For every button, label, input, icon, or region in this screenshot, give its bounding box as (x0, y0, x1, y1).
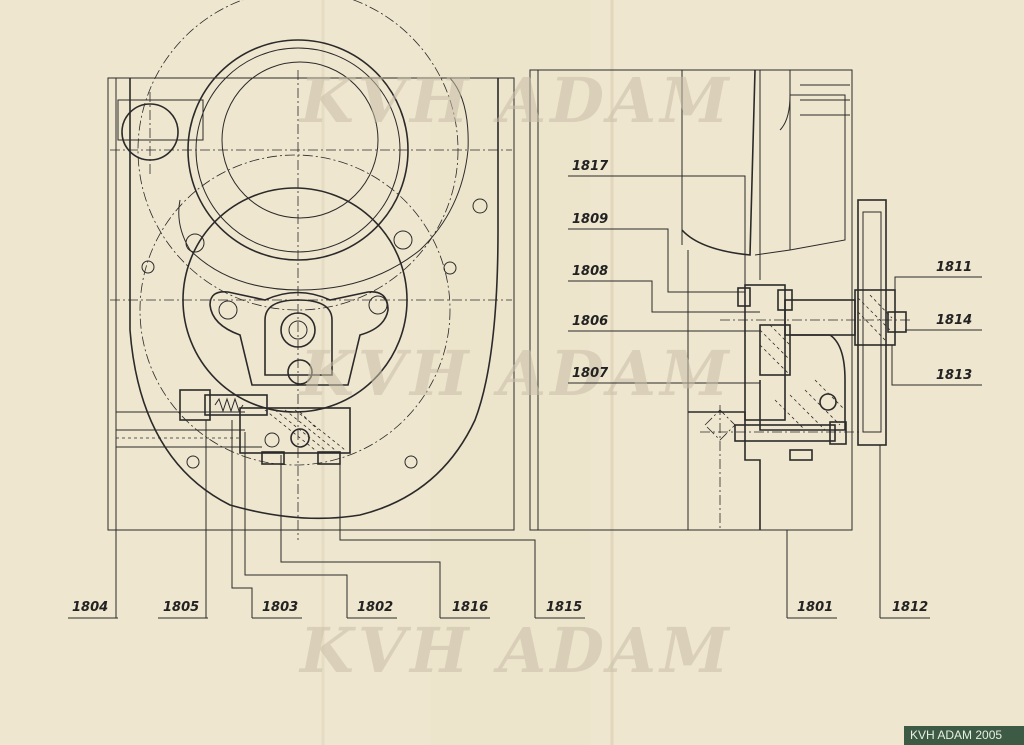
callout-1804: 1804 (72, 600, 108, 615)
callout-1811: 1811 (936, 260, 972, 275)
callout-1808: 1808 (572, 264, 608, 279)
svg-text:KVH ADAM: KVH ADAM (298, 64, 733, 137)
callout-1807: 1807 (572, 366, 609, 381)
callout-1816: 1816 (452, 600, 488, 615)
front-view (107, 0, 536, 618)
callout-1801: 1801 (797, 600, 833, 615)
callout-1803: 1803 (262, 600, 298, 615)
callout-1802: 1802 (357, 600, 393, 615)
callout-1812: 1812 (892, 600, 928, 615)
callout-1806: 1806 (572, 314, 608, 329)
callout-1817: 1817 (572, 159, 609, 174)
callout-1813: 1813 (936, 368, 972, 383)
callouts: 1817 1809 1808 1806 1807 1811 1814 1813 … (68, 159, 972, 619)
callout-1815: 1815 (546, 600, 582, 615)
svg-text:KVH ADAM: KVH ADAM (298, 337, 733, 410)
watermark: KVH ADAM KVH ADAM KVH ADAM (298, 64, 733, 687)
svg-text:KVH ADAM: KVH ADAM (298, 614, 733, 687)
callout-1805: 1805 (163, 600, 199, 615)
watermark-badge: KVH ADAM 2005 (904, 726, 1024, 745)
callout-1814: 1814 (936, 313, 972, 328)
callout-1809: 1809 (572, 212, 608, 227)
